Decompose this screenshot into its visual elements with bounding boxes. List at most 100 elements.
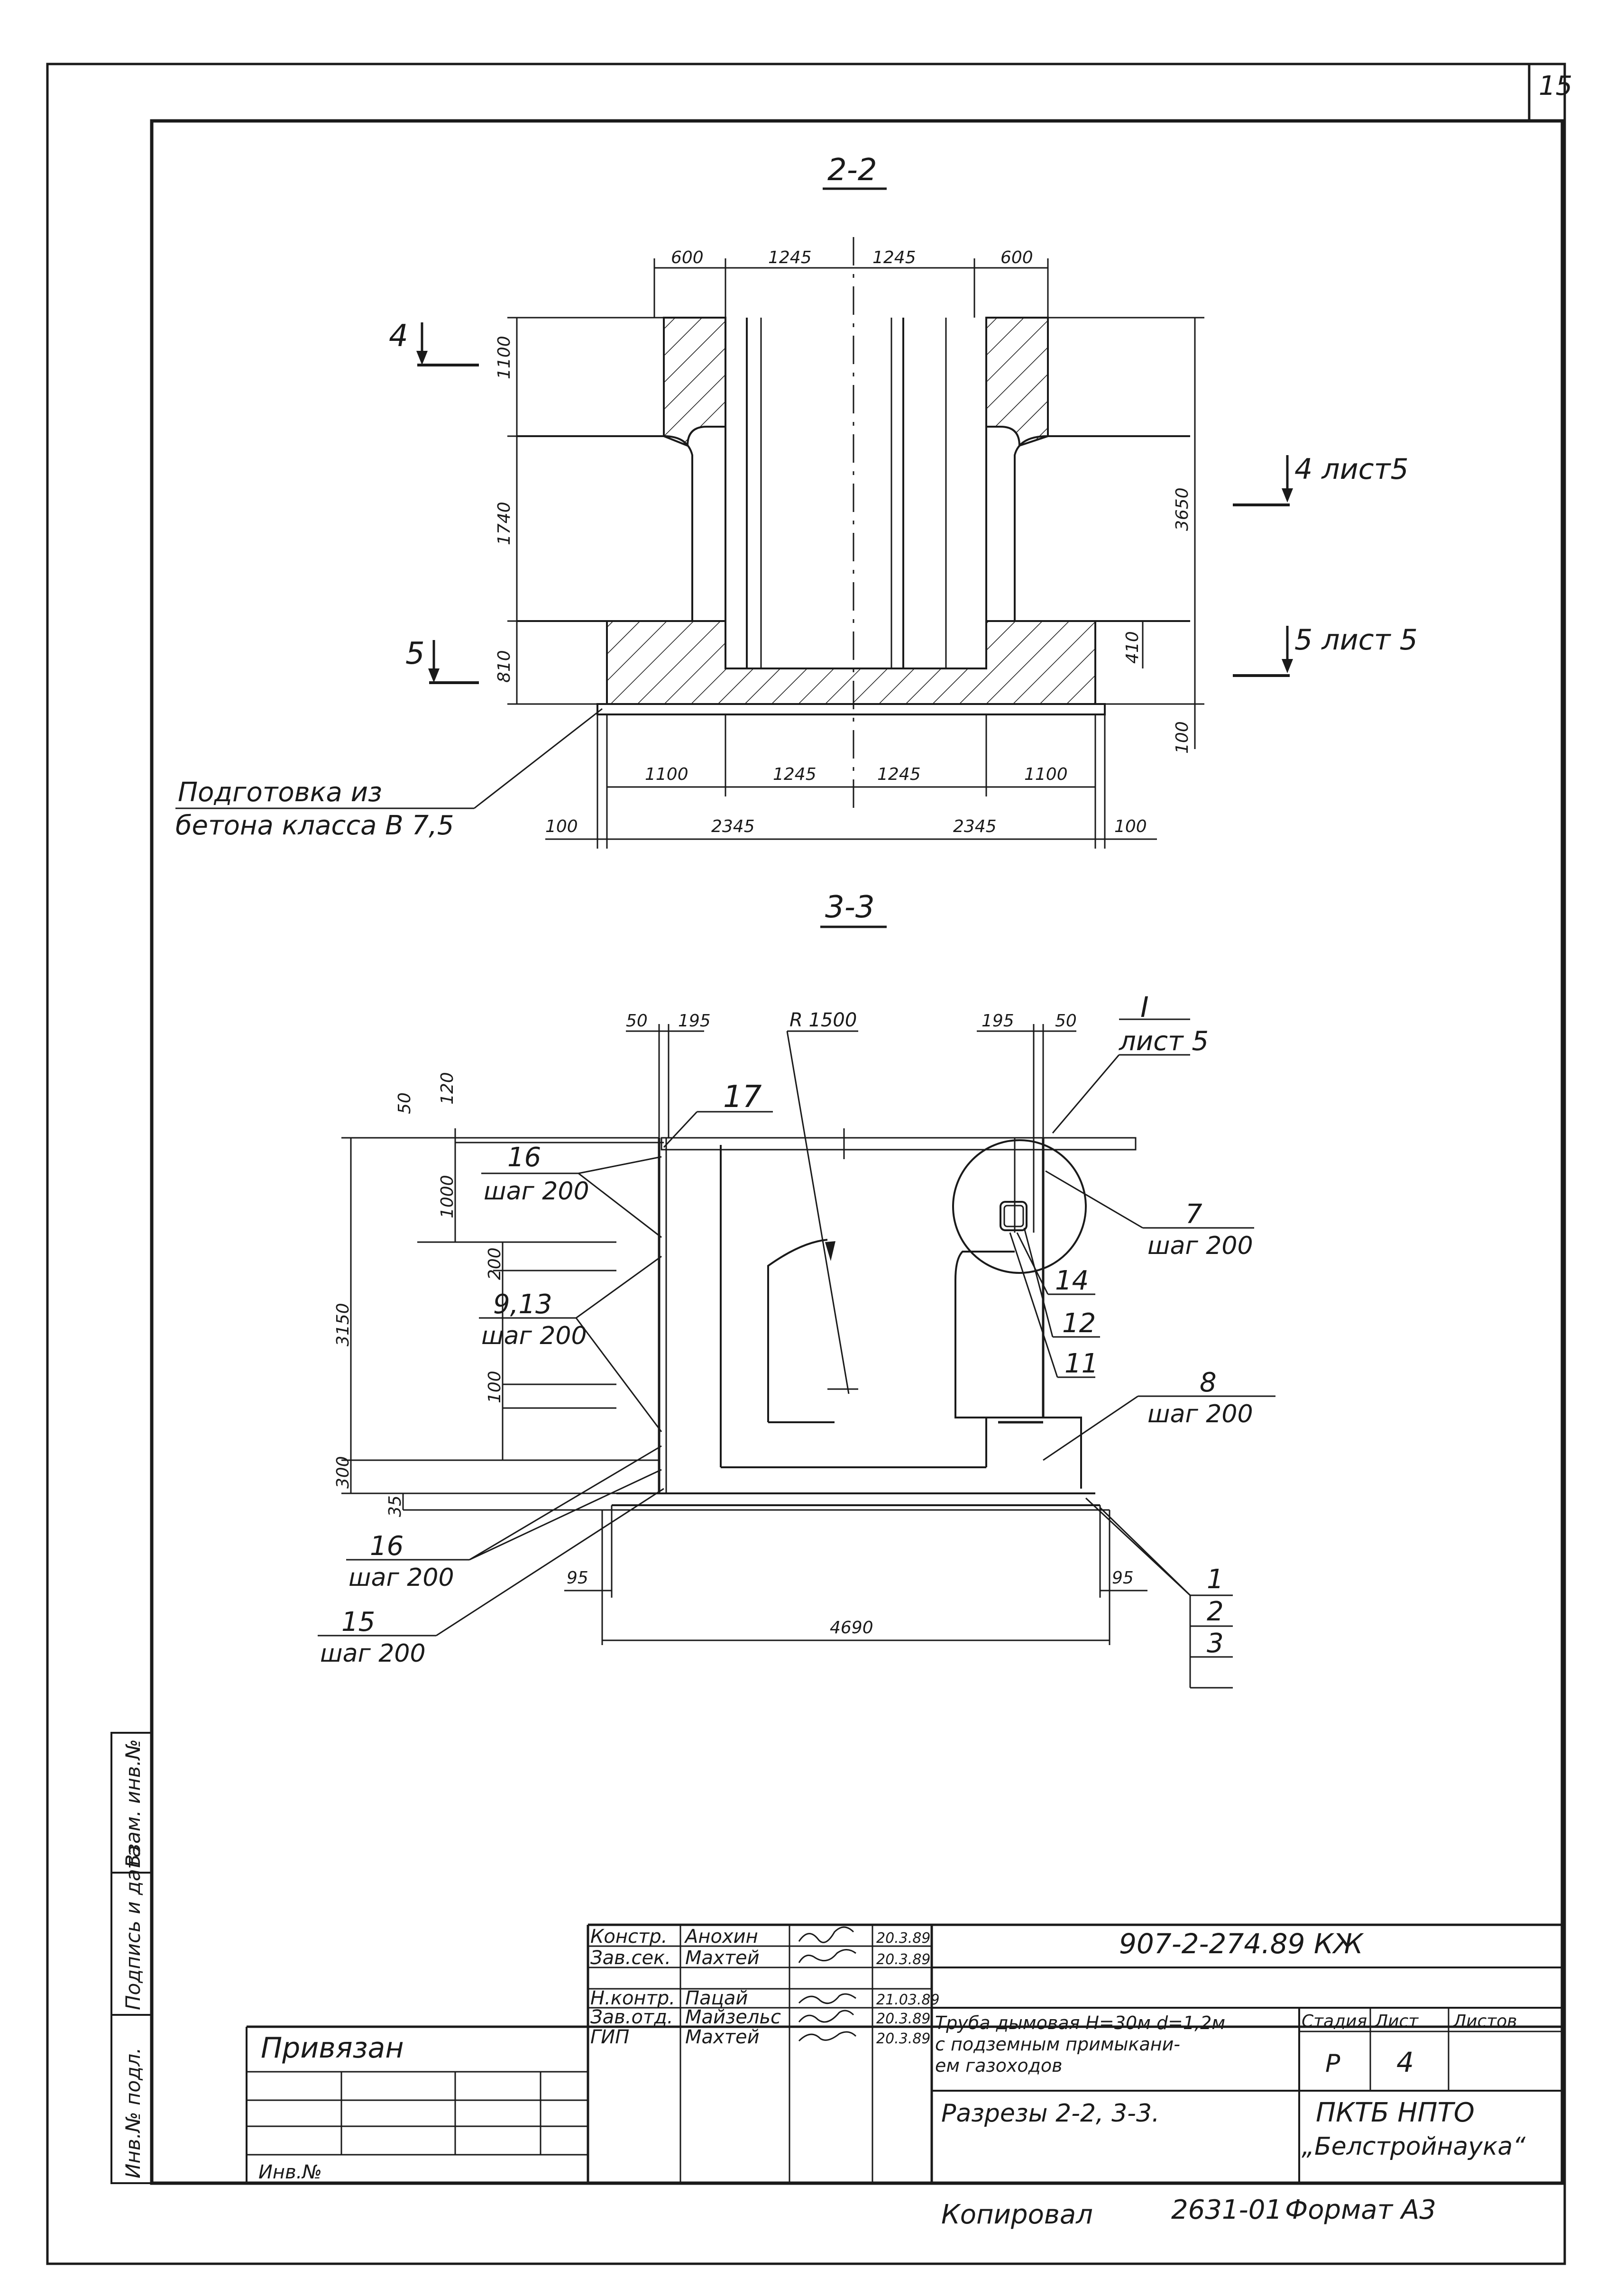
dim-33-left-3150: 3150 — [333, 1303, 353, 1346]
section-3-3: 3-3 50 195 R 1500 195 50 I лист 5 — [318, 890, 1275, 1689]
dim-right-100: 100 — [1173, 721, 1192, 754]
dim-33-left-35: 35 — [385, 1495, 405, 1517]
section-3-3-title: 3-3 — [825, 890, 875, 925]
footer-format: Формат А3 — [1285, 2195, 1436, 2225]
cut-4-right: 4 лист5 — [1294, 453, 1409, 486]
callout-16a: 16 — [507, 1142, 541, 1173]
stamp-podpis: Подпись и дата — [121, 1845, 145, 2010]
callout-15-step: шаг 200 — [320, 1639, 426, 1668]
callout-7-step: шаг 200 — [1147, 1232, 1253, 1260]
org-line1: ПКТБ НПТО — [1316, 2097, 1475, 2128]
signer-date-4: 21.03.89 — [876, 1992, 940, 2008]
dim-33-95-left: 95 — [567, 1568, 588, 1588]
title-block: Привязан Инв.№ Констр. Анохин 20.3.89 За… — [246, 1923, 1562, 2183]
object-line2: с подземным примыкани- — [935, 2034, 1180, 2055]
sheet-frame: 15 — [46, 63, 1572, 2265]
detail-num: I — [1140, 991, 1149, 1024]
callout-15: 15 — [341, 1607, 375, 1637]
side-stamp: Инв.№ подл. Подпись и дата Взам. инв.№ — [110, 1732, 153, 2184]
callout-8-step: шаг 200 — [1147, 1400, 1253, 1428]
dim-top-600-right: 600 — [1000, 248, 1033, 267]
dim-left-1740: 1740 — [495, 502, 514, 545]
dim-33-4690: 4690 — [830, 1618, 873, 1637]
dim-bot2-100-left: 100 — [545, 817, 578, 836]
dim-bot1-1100-left: 1100 — [645, 765, 688, 784]
layer-3: 3 — [1207, 1628, 1224, 1659]
dim-33-left-50: 50 — [395, 1092, 414, 1114]
dim-33-top-195-right: 195 — [982, 1011, 1014, 1031]
dim-33-top-195-left: 195 — [678, 1011, 711, 1031]
dim-right-3650: 3650 — [1173, 487, 1192, 531]
callout-11: 11 — [1064, 1348, 1098, 1379]
dim-top-1245-left: 1245 — [768, 248, 812, 267]
dim-33-left-300: 300 — [333, 1456, 353, 1489]
callout-7: 7 — [1185, 1199, 1202, 1230]
callout-913: 9,13 — [493, 1289, 552, 1320]
signer-date-5: 20.3.89 — [876, 2011, 931, 2027]
callout-913-step: шаг 200 — [481, 1322, 587, 1350]
org-line2: „Белстройнаука“ — [1302, 2132, 1526, 2161]
signer-name-6: Махтей — [685, 2026, 760, 2048]
dim-33-top-50-right: 50 — [1055, 1011, 1077, 1031]
signer-name-2: Махтей — [685, 1947, 760, 1969]
dim-33-top-50-left: 50 — [626, 1011, 648, 1031]
dim-top-1245-right: 1245 — [872, 248, 916, 267]
detail-sheet: лист 5 — [1119, 1026, 1209, 1057]
dim-bot1-1100-right: 1100 — [1024, 765, 1068, 784]
note-line2: бетона класса В 7,5 — [175, 810, 454, 841]
dim-bot2-2345-right: 2345 — [953, 817, 997, 836]
object-line1: Труба дымовая Н=30м d=1,2м — [935, 2012, 1225, 2033]
signer-role-1: Констр. — [590, 1926, 667, 1948]
callout-14: 14 — [1055, 1265, 1089, 1296]
signer-role-5: Зав.отд. — [590, 2006, 673, 2028]
privyazan-label: Привязан — [261, 2031, 404, 2065]
dim-33-left-100: 100 — [485, 1371, 505, 1403]
sheet-value: 4 — [1396, 2046, 1414, 2078]
object-line3: ем газоходов — [935, 2055, 1063, 2076]
layer-1: 1 — [1207, 1564, 1224, 1595]
stamp-inv-podl: Инв.№ подл. — [121, 2048, 145, 2178]
callout-16a-step: шаг 200 — [484, 1177, 589, 1206]
stamp-vzam: Взам. инв.№ — [121, 1739, 145, 1868]
sheet-title: Разрезы 2-2, 3-3. — [941, 2099, 1160, 2128]
signer-name-5: Майзельс — [685, 2006, 781, 2028]
signer-name-4: Пацай — [685, 1987, 748, 2009]
dim-bot2-100-right: 100 — [1114, 817, 1147, 836]
dim-right-410: 410 — [1123, 631, 1142, 664]
dim-33-left-200: 200 — [485, 1247, 505, 1280]
doc-code: 907-2-274.89 КЖ — [1119, 1928, 1364, 1960]
footer-number: 2631-01 — [1171, 2195, 1282, 2225]
dim-bot1-1245-right: 1245 — [877, 765, 921, 784]
sheets-label: Листов — [1452, 2012, 1517, 2031]
section-2-2-title: 2-2 — [827, 153, 877, 188]
signer-date-1: 20.3.89 — [876, 1930, 931, 1947]
dim-top-600-left: 600 — [671, 248, 704, 267]
dim-left-810: 810 — [495, 650, 514, 683]
dim-33-95-right: 95 — [1112, 1568, 1134, 1588]
dim-33-left-1000: 1000 — [438, 1175, 457, 1218]
dim-bot1-1245-left: 1245 — [773, 765, 817, 784]
sheet-label: Лист — [1374, 2012, 1419, 2031]
layer-2: 2 — [1207, 1596, 1224, 1627]
stage-label: Стадия — [1302, 2012, 1367, 2031]
dim-left-1100: 1100 — [495, 336, 514, 379]
signer-name-1: Анохин — [684, 1926, 758, 1948]
callout-16b: 16 — [370, 1531, 404, 1562]
page-number: 15 — [1539, 71, 1572, 101]
section-2-2: 2-2 600 1245 1245 600 — [175, 153, 1418, 849]
cut-5-left: 5 — [405, 636, 425, 671]
stage-value: Р — [1325, 2049, 1340, 2078]
radius-label: R 1500 — [789, 1009, 857, 1031]
signer-date-6: 20.3.89 — [876, 2031, 931, 2047]
signature-marks — [798, 1926, 857, 2042]
callout-17: 17 — [723, 1079, 762, 1115]
inv-no-label: Инв.№ — [258, 2161, 322, 2183]
cut-4-left: 4 — [389, 319, 408, 354]
callout-8: 8 — [1200, 1367, 1217, 1398]
dim-bot2-2345-left: 2345 — [711, 817, 755, 836]
dim-33-left-120: 120 — [438, 1072, 457, 1105]
cut-5-right: 5 лист 5 — [1294, 623, 1418, 657]
callout-16b-step: шаг 200 — [349, 1564, 454, 1592]
signer-date-2: 20.3.89 — [876, 1951, 931, 1968]
